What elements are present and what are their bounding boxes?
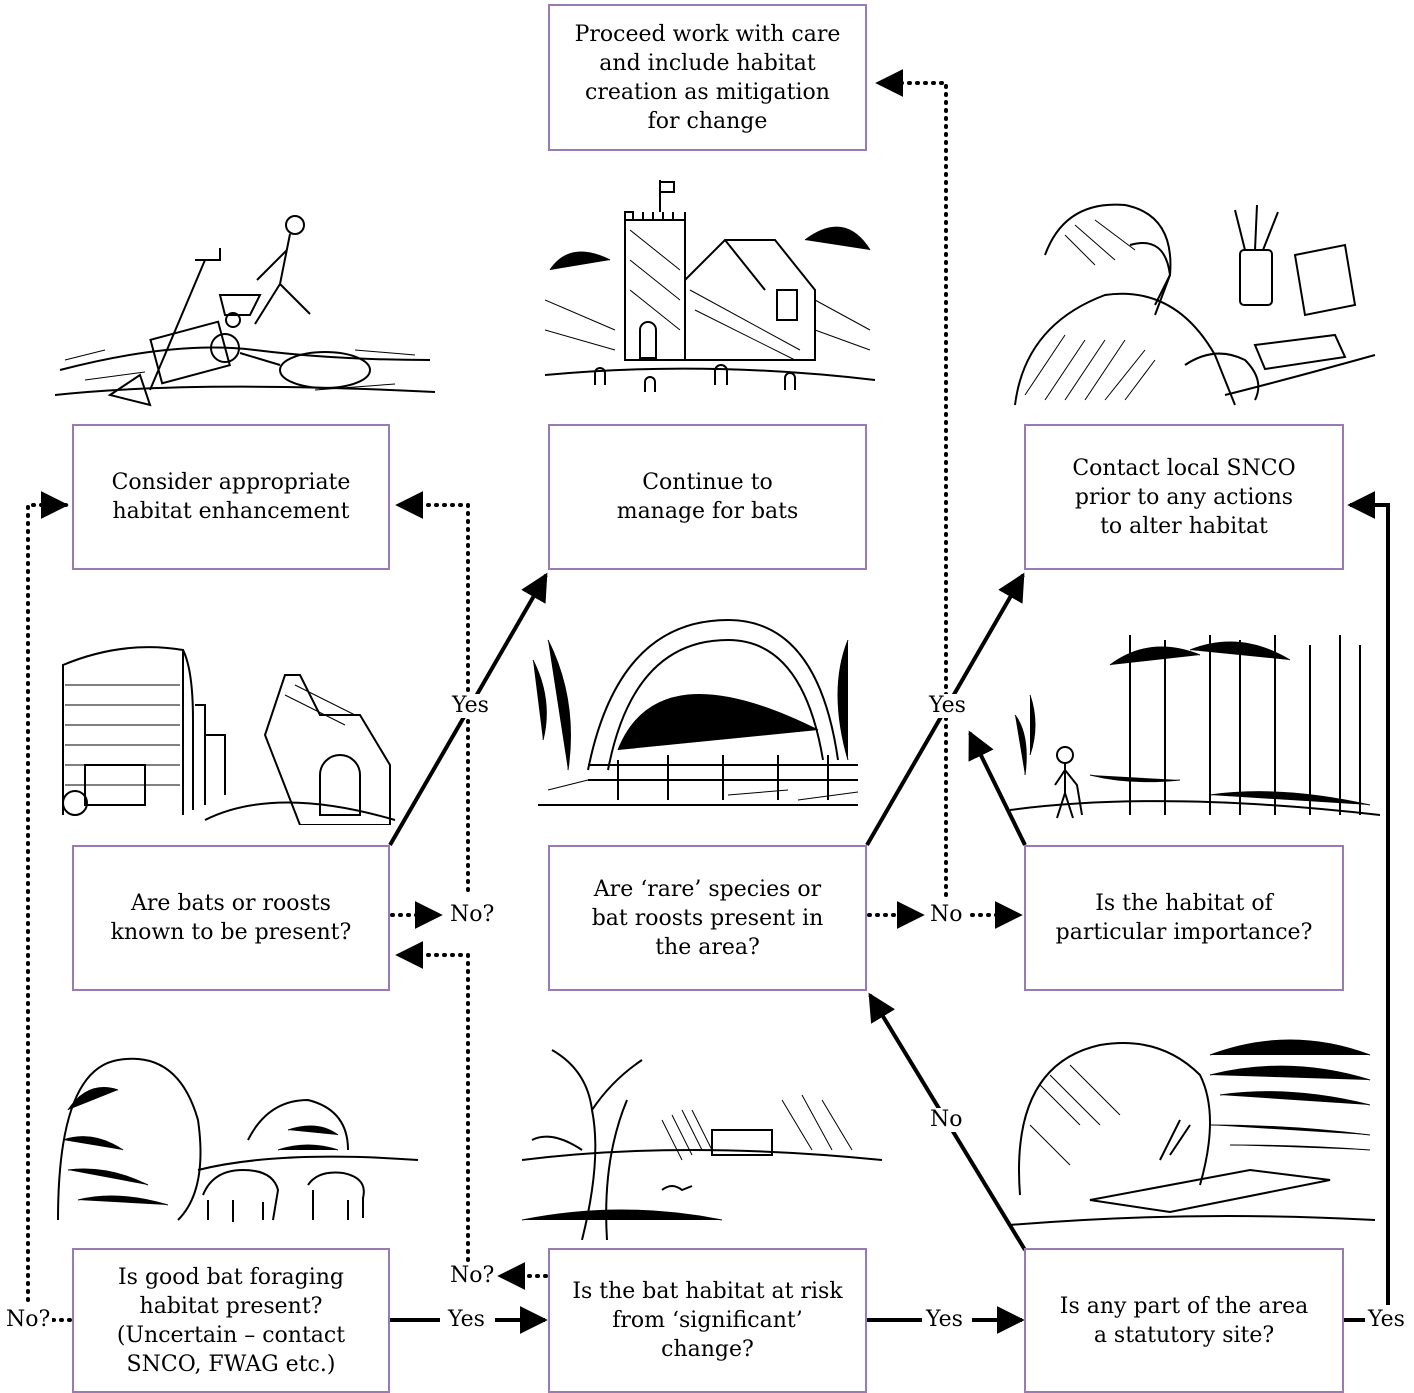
forest-walker-illustration	[1010, 635, 1380, 819]
no-question-label-middle: No?	[448, 902, 497, 927]
habitat-importance-question-box: Is the habitat of particular importance?	[1024, 845, 1344, 991]
no-label-center: No	[928, 902, 965, 927]
dotted-no-to-consider	[395, 491, 470, 892]
habitat-risk-question-box: Is the bat habitat at risk from ‘signifi…	[548, 1248, 867, 1393]
arrow-statutory-to-contact	[1347, 491, 1390, 1305]
stone-bridge-arch-illustration	[532, 618, 859, 806]
church-churchyard-illustration	[545, 180, 875, 392]
consider-habitat-enhancement-text: Consider appropriate habitat enhancement	[111, 470, 351, 524]
no-label-diagonal: No	[928, 1107, 965, 1132]
no-question-label-left: No?	[4, 1307, 53, 1332]
bats-present-question-text: Are bats or roosts known to be present?	[110, 891, 352, 945]
dotted-no-to-proceed	[875, 69, 948, 897]
garden-tools-worker-illustration	[55, 215, 435, 407]
yes-label-bottom-second: Yes	[924, 1307, 965, 1332]
proceed-with-care-box: Proceed work with care and include habit…	[548, 4, 867, 151]
rare-species-question-box: Are ‘rare’ species or bat roosts present…	[548, 845, 867, 991]
continue-manage-bats-text: Continue to manage for bats	[616, 470, 799, 524]
proceed-with-care-text: Proceed work with care and include habit…	[574, 21, 841, 134]
consider-habitat-enhancement-box: Consider appropriate habitat enhancement	[72, 424, 390, 570]
habitat-importance-question-text: Is the habitat of particular importance?	[1055, 891, 1313, 945]
statutory-site-question-box: Is any part of the area a statutory site…	[1024, 1248, 1344, 1393]
hedgerow-cows-illustration	[57, 1057, 419, 1222]
yes-label-left: Yes	[450, 693, 491, 718]
pond-boat-illustration	[1010, 1039, 1375, 1226]
dotted-no-to-bats	[395, 941, 470, 1262]
continue-manage-bats-box: Continue to manage for bats	[548, 424, 867, 570]
contact-snco-box: Contact local SNCO prior to any actions …	[1024, 424, 1344, 570]
dotted-left-to-consider	[26, 491, 69, 1302]
person-on-telephone-illustration	[1014, 203, 1376, 406]
yes-label-right: Yes	[1366, 1307, 1407, 1332]
yes-label-middle: Yes	[927, 693, 968, 718]
foraging-habitat-question-text: Is good bat foraging habitat present? (U…	[116, 1264, 346, 1377]
bats-present-question-box: Are bats or roosts known to be present?	[72, 845, 390, 991]
foraging-habitat-question-box: Is good bat foraging habitat present? (U…	[72, 1248, 390, 1393]
habitat-risk-question-text: Is the bat habitat at risk from ‘signifi…	[572, 1279, 843, 1362]
rare-species-question-text: Are ‘rare’ species or bat roosts present…	[591, 876, 824, 960]
contact-snco-text: Contact local SNCO prior to any actions …	[1072, 455, 1296, 539]
statutory-site-question-text: Is any part of the area a statutory site…	[1059, 1293, 1309, 1348]
yes-label-bottom-first: Yes	[446, 1307, 487, 1332]
arrow-importance-to-yes	[968, 730, 1027, 846]
farm-barn-illustration	[62, 646, 396, 825]
no-question-label-bottom: No?	[448, 1263, 497, 1288]
tree-field-fox-illustration	[522, 1049, 882, 1240]
